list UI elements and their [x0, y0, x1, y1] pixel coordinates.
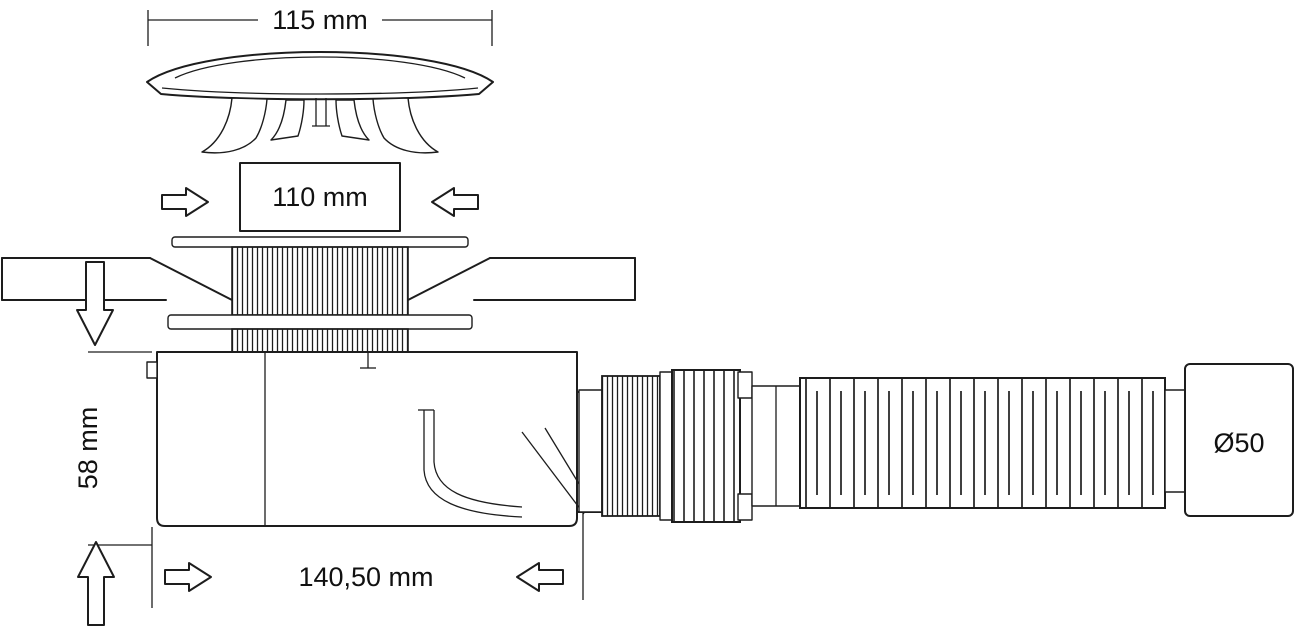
body-height-label: 58 mm	[73, 407, 103, 490]
dome-cover-cap	[146, 51, 494, 154]
locknut-ring	[167, 314, 473, 330]
left-arrow-icon	[516, 562, 564, 592]
dimension-flange-width: 110 mm	[161, 162, 479, 232]
siphon-body	[146, 351, 603, 527]
left-arrow-icon	[431, 187, 479, 217]
dimension-cap-width: 115 mm	[147, 5, 493, 46]
threaded-flange-assembly	[1, 236, 636, 353]
outlet-diameter-label: Ø50	[1213, 428, 1264, 458]
right-arrow-icon	[161, 187, 209, 217]
body-length-label: 140,50 mm	[298, 562, 433, 592]
up-arrow-icon	[77, 541, 115, 626]
flange-width-label: 110 mm	[272, 182, 368, 212]
dimension-body-length: 140,50 mm	[151, 502, 584, 608]
dimension-body-height: 58 mm	[73, 351, 152, 546]
flexible-hose	[799, 377, 1166, 509]
cap-width-label: 115 mm	[272, 5, 368, 35]
outlet-connector: Ø50	[1164, 363, 1294, 517]
castellated-nut	[671, 369, 741, 523]
right-arrow-icon	[164, 562, 212, 592]
outlet-nut-assembly	[578, 369, 801, 523]
down-arrow-icon	[76, 261, 114, 346]
